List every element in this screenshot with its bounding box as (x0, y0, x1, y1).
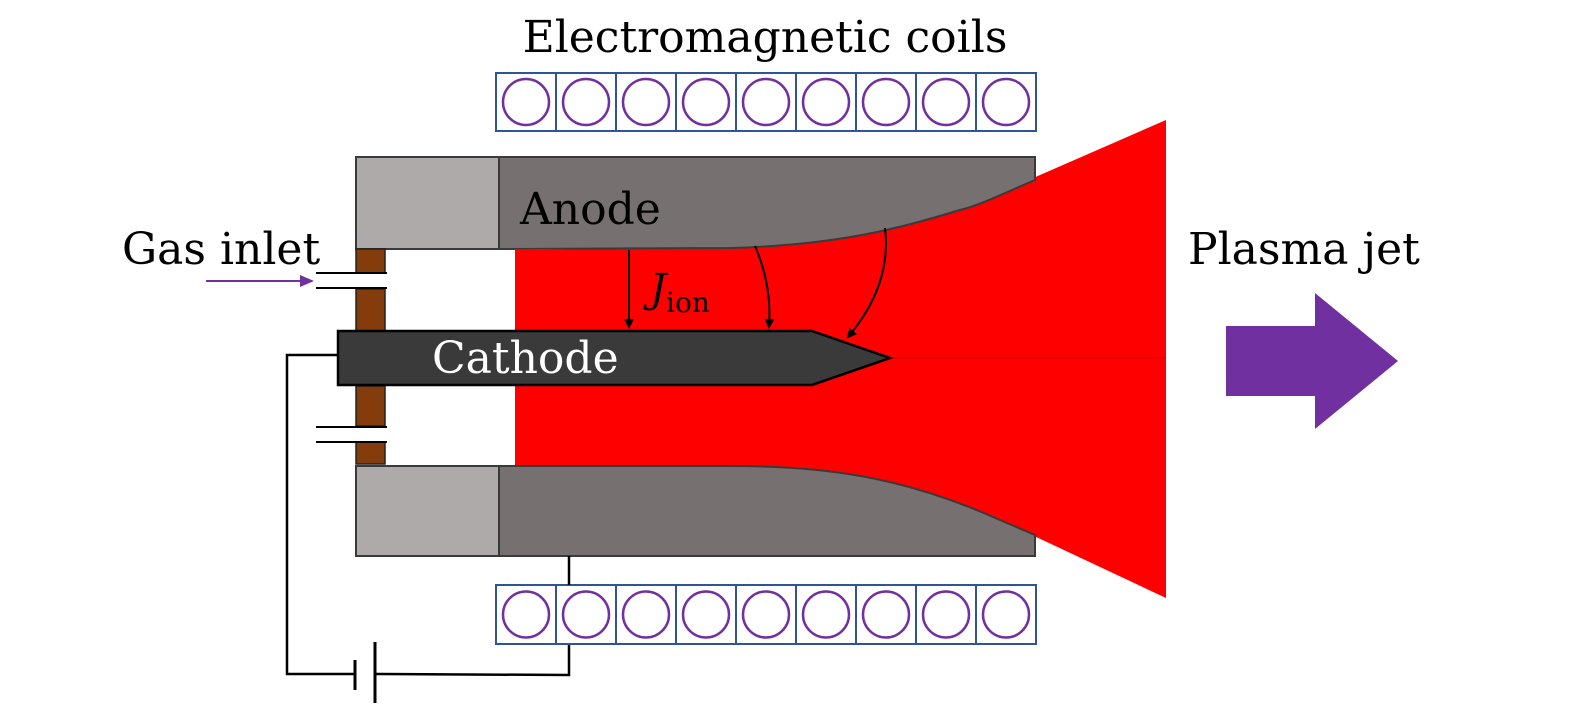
circuit-wires (285, 353, 571, 677)
coil-winding (975, 72, 1037, 132)
coil-winding (855, 584, 917, 645)
coil-winding (795, 584, 857, 645)
plasma-jet-arrow-icon (1226, 293, 1398, 429)
coil-winding (735, 72, 797, 132)
plasma-jet-label: Plasma jet (1188, 224, 1420, 275)
anode-bottom (355, 465, 1036, 557)
anode-top (355, 156, 1036, 251)
ion-current-arrows (624, 227, 887, 339)
anode-label: Anode (519, 184, 661, 235)
ion-current-subscript: ion (666, 286, 710, 319)
gas-inlet-label: Gas inlet (122, 224, 320, 275)
coil-winding (495, 584, 557, 645)
coil-winding (915, 584, 977, 645)
coil-winding (855, 72, 917, 132)
coil-winding (615, 584, 677, 645)
cathode (336, 329, 894, 387)
coil-winding (795, 72, 857, 132)
coils-bottom (495, 584, 1037, 645)
battery-icon (353, 642, 377, 703)
coil-winding (675, 72, 737, 132)
coil-winding (975, 584, 1037, 645)
coils-label: Electromagnetic coils (523, 12, 1008, 63)
gas-inlet-channels (316, 272, 387, 443)
coil-winding (555, 584, 617, 645)
coil-winding (495, 72, 557, 132)
coil-winding (735, 584, 797, 645)
coil-winding (915, 72, 977, 132)
coil-winding (555, 72, 617, 132)
coils-top (495, 72, 1037, 132)
coil-winding (615, 72, 677, 132)
coil-winding (675, 584, 737, 645)
cathode-label: Cathode (432, 333, 619, 384)
